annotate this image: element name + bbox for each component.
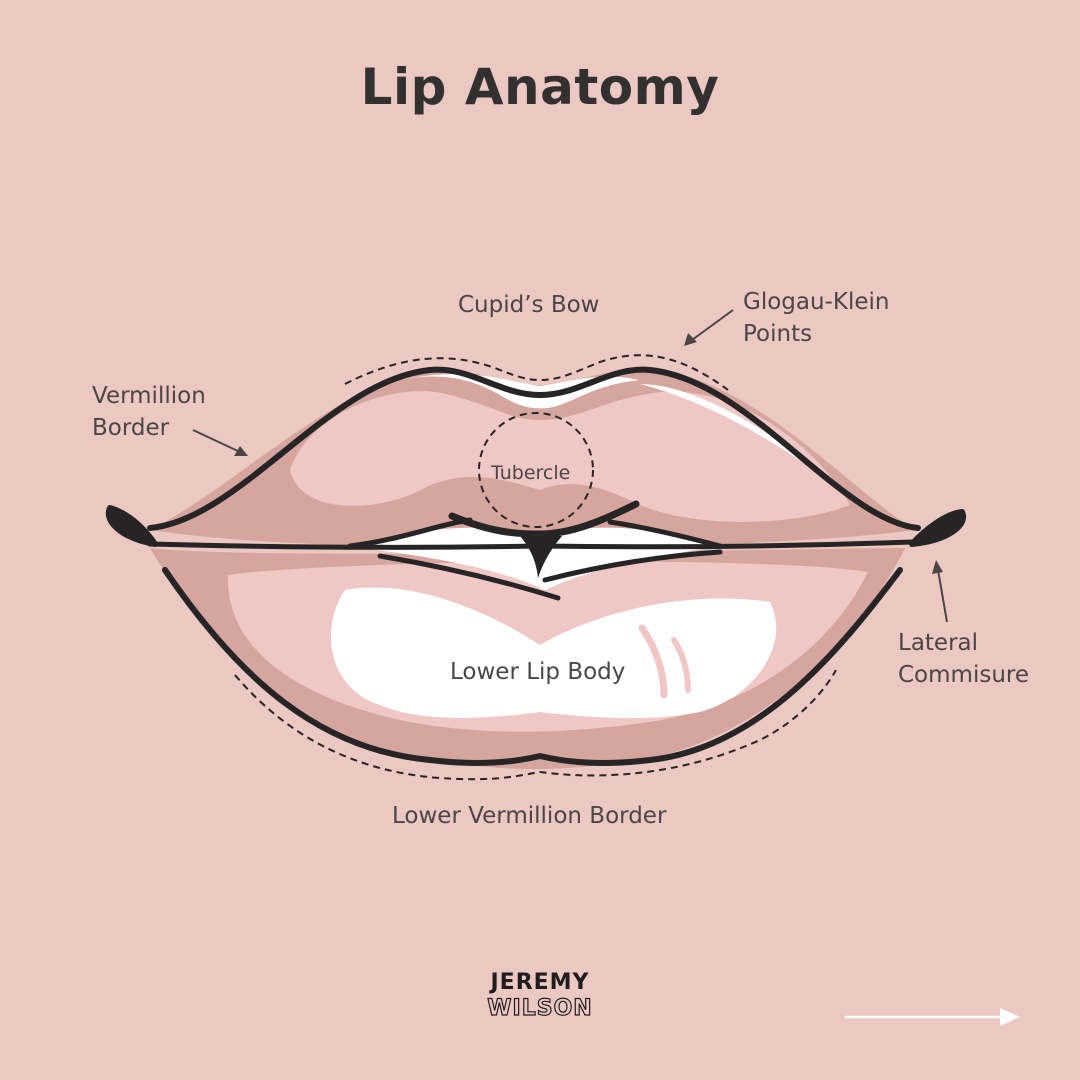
arrow-lateral-commisure [932, 560, 948, 623]
lower-vermillion-outline [162, 567, 903, 766]
label-lateral-line2: Commisure [898, 662, 1029, 688]
tubercle-circle [478, 412, 594, 528]
label-lower-lip-body: Lower Lip Body [450, 659, 626, 685]
upper-inner-right [607, 519, 723, 549]
center-drop [520, 536, 562, 578]
brand-line2: WILSON [487, 995, 593, 1021]
brand-line1: JEREMY [490, 970, 590, 995]
upper-vermillion-outline [147, 366, 921, 531]
label-vermillion-line2: Border [92, 415, 170, 441]
upper-lip-body [290, 391, 850, 522]
upper-inner-left [347, 517, 473, 549]
lip-crease-2 [671, 637, 691, 693]
upper-inner-line [448, 500, 640, 538]
brand-logo: JEREMY WILSON [440, 970, 640, 1022]
right-arrow-icon[interactable] [840, 1003, 1025, 1033]
page-title: Lip Anatomy [360, 58, 720, 116]
label-glogau-klein-points: Glogau-Klein Points [743, 286, 889, 350]
label-glogau-klein-line2: Points [743, 321, 813, 347]
arrow-glogau-klein [684, 309, 734, 346]
label-lateral-line1: Lateral [898, 630, 979, 656]
label-tubercle: Tubercle [491, 462, 571, 484]
lip-crease-1 [638, 624, 668, 699]
label-lower-vermillion-border: Lower Vermillion Border [392, 803, 667, 829]
label-cupids-bow: Cupid’s Bow [458, 292, 600, 318]
lower-dashed-guide [234, 669, 837, 781]
arrow-vermillion-border [192, 429, 248, 456]
label-vermillion-border: Vermillion Border [92, 380, 206, 444]
label-vermillion-line1: Vermillion [92, 383, 206, 409]
label-lateral-commisure: Lateral Commisure [898, 627, 1029, 691]
label-glogau-klein-line1: Glogau-Klein [743, 289, 890, 315]
